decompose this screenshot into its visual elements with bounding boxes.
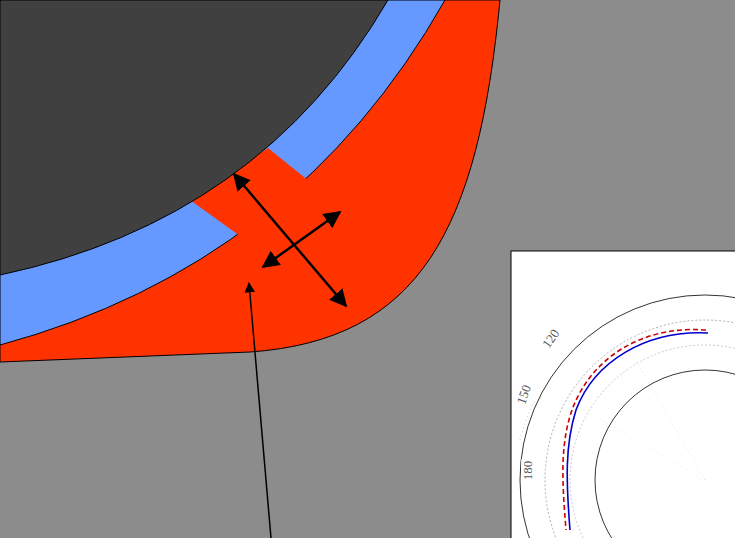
- direction-arrow: [263, 212, 340, 267]
- polar-plot-inset: [511, 251, 735, 538]
- core-body: [0, 0, 388, 275]
- coating-band: [0, 0, 445, 345]
- leader-line: [249, 283, 271, 538]
- direction-arrow: [234, 174, 346, 306]
- fillet-region: [0, 0, 500, 362]
- angle-label: 180: [522, 459, 535, 481]
